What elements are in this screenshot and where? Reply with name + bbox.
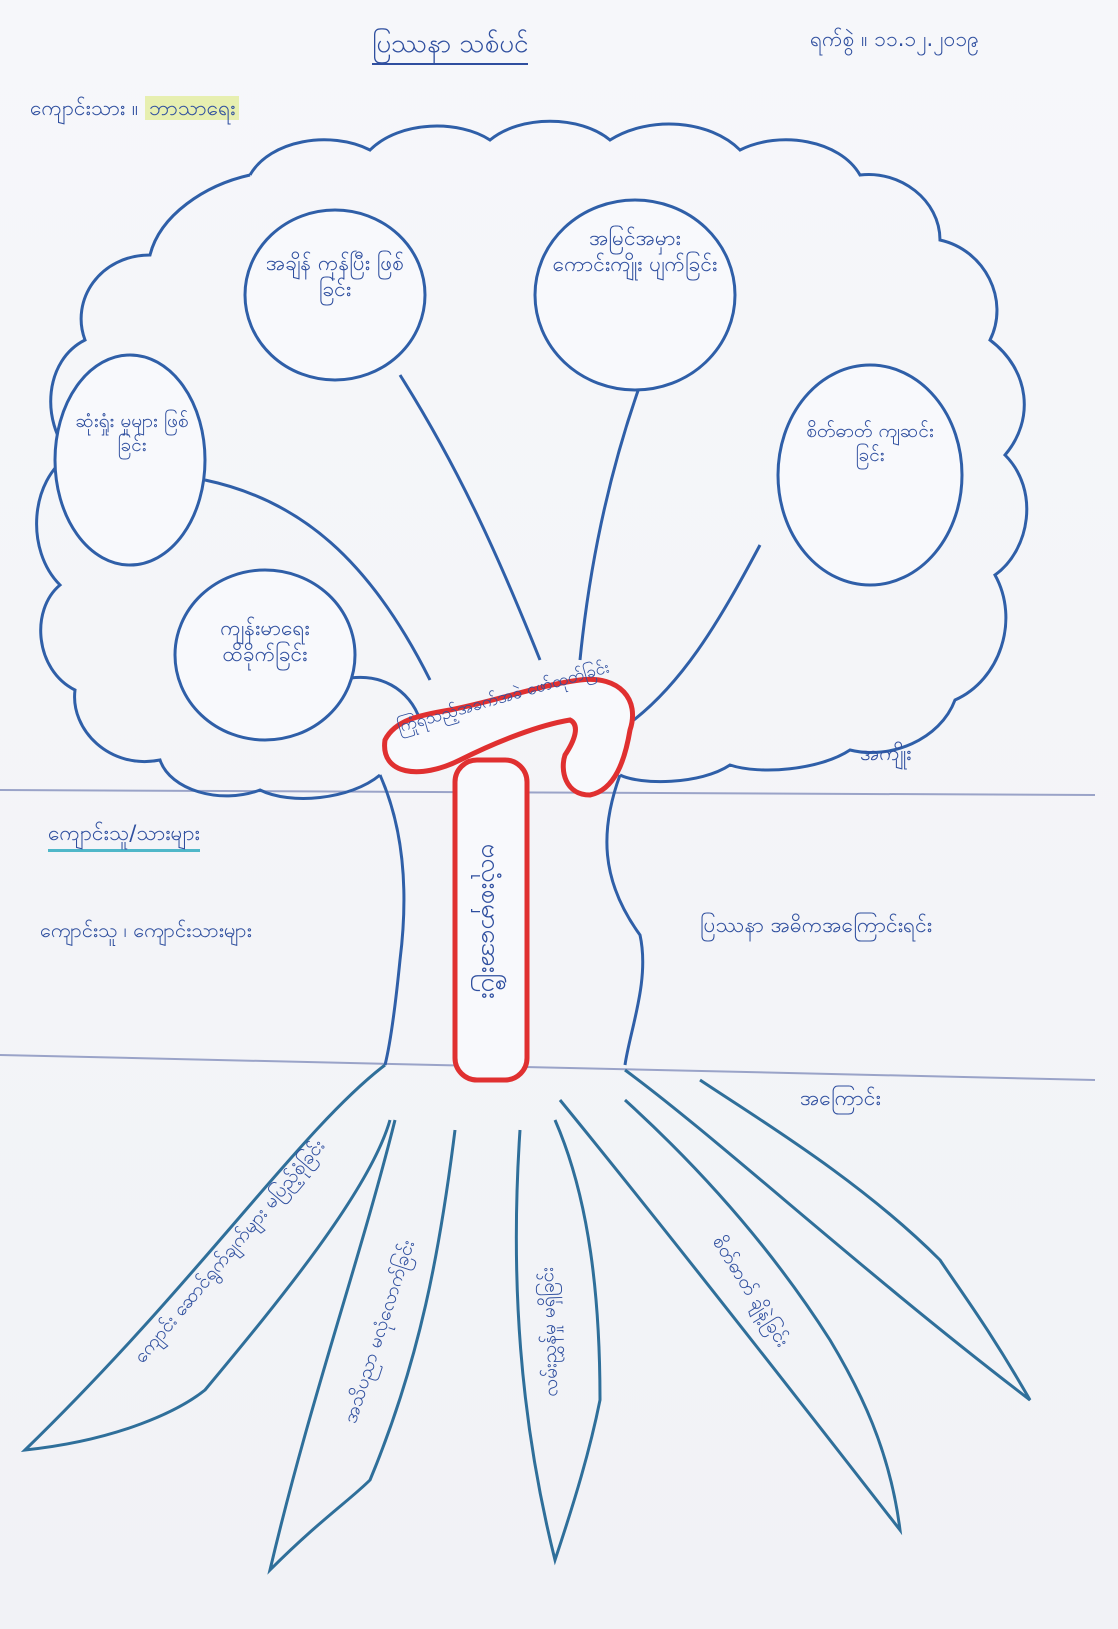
- effects-section-label: အကျိုး: [860, 740, 912, 766]
- trunk-outline-right: [607, 775, 643, 1065]
- subject-value: ဘာသာရေး: [145, 96, 240, 120]
- branch-line: [620, 545, 760, 730]
- causes-section-label: အကြောင်း: [800, 1085, 881, 1111]
- effect-text: စိတ်ဓာတ် ကျဆင်းခြင်း: [795, 420, 945, 468]
- root-outline: [560, 1100, 900, 1530]
- effect-bubble: [778, 365, 962, 585]
- effect-text: အချိန် ကုန်ပြီး ဖြစ်ခြင်း: [265, 250, 405, 303]
- effect-text: အမြင်အမှား ကောင်းကျိုး ပျက်ခြင်း: [550, 225, 720, 278]
- trunk-outline: [380, 775, 404, 1065]
- branch-line: [580, 385, 640, 660]
- root-outline: [625, 1070, 1030, 1400]
- effect-text: ကျန်းမာရေး ထိခိုက်ခြင်း: [195, 615, 335, 668]
- subject-label: ကျောင်းသား ။ ဘာသာရေး: [30, 95, 239, 121]
- trunk-section-label: ပြဿနာ အဓိကအကြောင်းရင်း: [700, 912, 932, 938]
- branch-line: [400, 375, 540, 660]
- divider-line-bottom: [0, 1055, 1095, 1080]
- side-heading: ကျောင်းသူ/သားများ: [48, 820, 200, 846]
- date-label: ရက်စွဲ ။ ၁၁.၁၂.၂၀၁၉: [810, 26, 979, 52]
- page-title: ပြဿနာ သစ်ပင်: [372, 28, 528, 61]
- divider-line-top: [0, 790, 1095, 795]
- effect-text: ဆုံးရှုံး မှုများ ဖြစ်ခြင်း: [72, 410, 192, 458]
- core-problem-text: ဗလုံးစမှာအေးပြီး: [474, 766, 507, 1076]
- effect-bubble: [55, 355, 205, 565]
- side-note: ကျောင်းသူ ၊ ကျောင်းသားများ: [40, 918, 252, 943]
